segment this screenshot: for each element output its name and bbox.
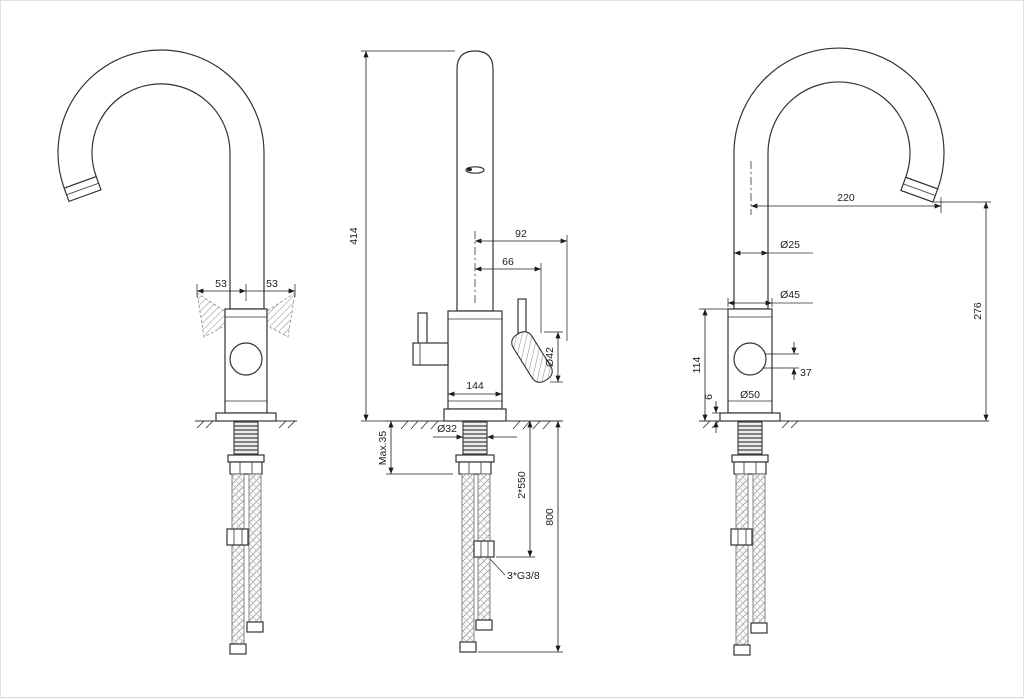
dim-shank-diameter: Ø32 — [433, 423, 517, 440]
dim-base-plate-height: 6 — [703, 394, 720, 433]
dim-lever-diameter: Ø42 — [544, 331, 563, 383]
dim-label-414: 414 — [348, 227, 360, 245]
dim-body-height: 114 — [691, 308, 728, 421]
view-left-side: 53 53 — [57, 49, 297, 655]
supply-hose — [461, 473, 475, 643]
dim-tube-diameter: Ø25 — [734, 239, 813, 256]
dim-hose-overall: 800 — [478, 421, 563, 653]
handle-swing-right — [254, 292, 296, 338]
dim-label-66: 66 — [502, 256, 514, 268]
mixer-lever — [511, 331, 553, 383]
hose-end-fitting — [459, 641, 477, 653]
view-right-side: 220 Ø25 Ø45 276 — [691, 47, 991, 656]
base-plate — [719, 412, 781, 422]
dim-lever-reach: 92 66 — [474, 228, 568, 341]
dim-label-o32: Ø32 — [437, 423, 457, 435]
threaded-shank — [233, 420, 259, 456]
dim-label-800: 800 — [544, 508, 556, 526]
dim-label-53-right: 53 — [266, 278, 278, 290]
supply-hose — [735, 473, 749, 646]
threaded-shank — [462, 420, 488, 456]
supply-hose — [248, 473, 262, 623]
hose-end-fitting — [475, 619, 493, 631]
supply-hose — [752, 473, 766, 624]
hose-end-fitting — [750, 622, 768, 634]
hose-end-fitting — [229, 643, 247, 655]
spout-gooseneck — [733, 47, 945, 310]
dim-spout-reach: 220 — [750, 161, 942, 215]
hose-hex-fitting — [226, 528, 249, 546]
base-plate — [215, 412, 277, 422]
dim-label-276: 276 — [972, 302, 984, 320]
dim-body-depth: 144 — [448, 380, 502, 397]
hose-hex-fitting — [473, 540, 495, 558]
dim-label-o42: Ø42 — [544, 347, 556, 367]
hose-end-fitting — [733, 644, 751, 656]
spout-gooseneck — [57, 49, 265, 310]
dim-total-height: 414 — [348, 50, 455, 422]
supply-hose — [231, 473, 245, 645]
threaded-shank — [737, 420, 763, 456]
dim-label-37: 37 — [800, 367, 812, 379]
view-front: 414 92 66 — [348, 50, 568, 653]
dim-handle-span: 53 53 — [196, 278, 296, 301]
dim-label-144: 144 — [466, 380, 484, 392]
dim-label-114: 114 — [691, 356, 703, 373]
spout-column — [456, 50, 494, 312]
dim-label-53-left: 53 — [215, 278, 227, 290]
dim-handle-offset: 37 — [763, 342, 812, 380]
lever-pin — [517, 298, 527, 334]
mounting-washer — [455, 454, 495, 463]
mounting-nut — [229, 461, 263, 475]
dim-label-g38: 3*G3/8 — [507, 570, 540, 582]
dim-label-220: 220 — [837, 192, 855, 204]
dim-hose-thread: 3*G3/8 — [489, 558, 540, 582]
dim-outlet-height: 276 — [934, 201, 991, 421]
dim-label-2x550: 2*550 — [516, 471, 528, 499]
dim-label-o45: Ø45 — [780, 289, 800, 301]
hose-hex-fitting — [730, 528, 753, 546]
dim-hose-length: 2*550 — [496, 421, 535, 558]
mounting-nut — [733, 461, 767, 475]
handle-swing-left — [196, 292, 238, 338]
hose-end-fitting — [246, 621, 264, 633]
dim-label-6: 6 — [703, 394, 715, 400]
base-plate — [443, 408, 507, 422]
filter-handle — [412, 342, 449, 366]
dim-max-mounting: Max.35 — [377, 421, 453, 475]
dim-base-diameter: Ø50 — [736, 389, 765, 401]
dim-label-92: 92 — [515, 228, 527, 240]
body-joint — [733, 342, 767, 376]
body-joint — [229, 342, 263, 376]
mounting-washer — [227, 454, 265, 463]
filter-handle-stem — [417, 312, 428, 346]
aerator-dot — [466, 167, 473, 172]
mounting-washer — [731, 454, 769, 463]
dim-label-o50: Ø50 — [740, 389, 760, 401]
dim-label-max35: Max.35 — [377, 431, 389, 466]
dim-body-diameter: Ø45 — [727, 289, 813, 307]
dim-label-o25: Ø25 — [780, 239, 800, 251]
mounting-nut — [458, 461, 492, 475]
